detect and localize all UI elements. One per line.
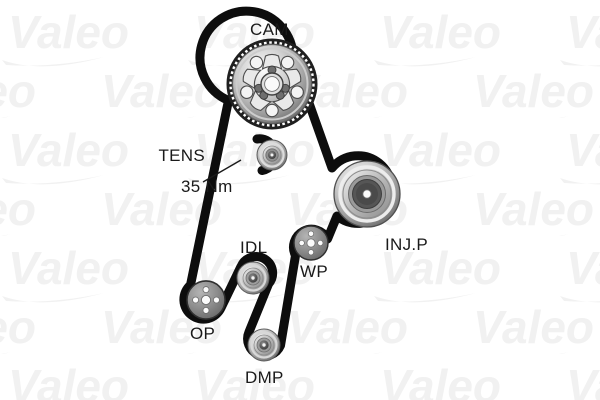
label-dmp: DMP	[245, 368, 284, 387]
label-wp: WP	[300, 262, 328, 281]
pulley-cam[interactable]	[226, 38, 318, 130]
tens-bore	[270, 153, 274, 157]
cam-spoke-windows	[242, 54, 302, 112]
pulley-tens[interactable]	[256, 139, 288, 171]
cam-teeth-gaps	[229, 41, 315, 127]
label-tens: TENS	[158, 146, 205, 165]
label-op: OP	[190, 324, 215, 343]
cam-bore	[264, 76, 280, 92]
pulley-idl[interactable]	[235, 260, 271, 296]
cam-rim-highlight	[235, 47, 309, 121]
label-torque: 35 Nm	[181, 177, 233, 196]
torque-leader-line	[202, 159, 242, 183]
cam-outer-holes	[240, 55, 304, 118]
injp-ring-highlight	[338, 165, 396, 223]
pulley-injp[interactable]	[333, 160, 401, 228]
label-idl: IDL	[240, 238, 267, 257]
pulley-wp[interactable]	[293, 225, 329, 261]
pulley-op[interactable]	[186, 280, 226, 320]
pulley-dmp[interactable]	[246, 327, 282, 363]
label-injp: INJ.P	[385, 235, 428, 254]
injp-bore	[362, 189, 372, 199]
tens-ring	[259, 142, 285, 168]
label-cam: CAM	[250, 20, 289, 39]
